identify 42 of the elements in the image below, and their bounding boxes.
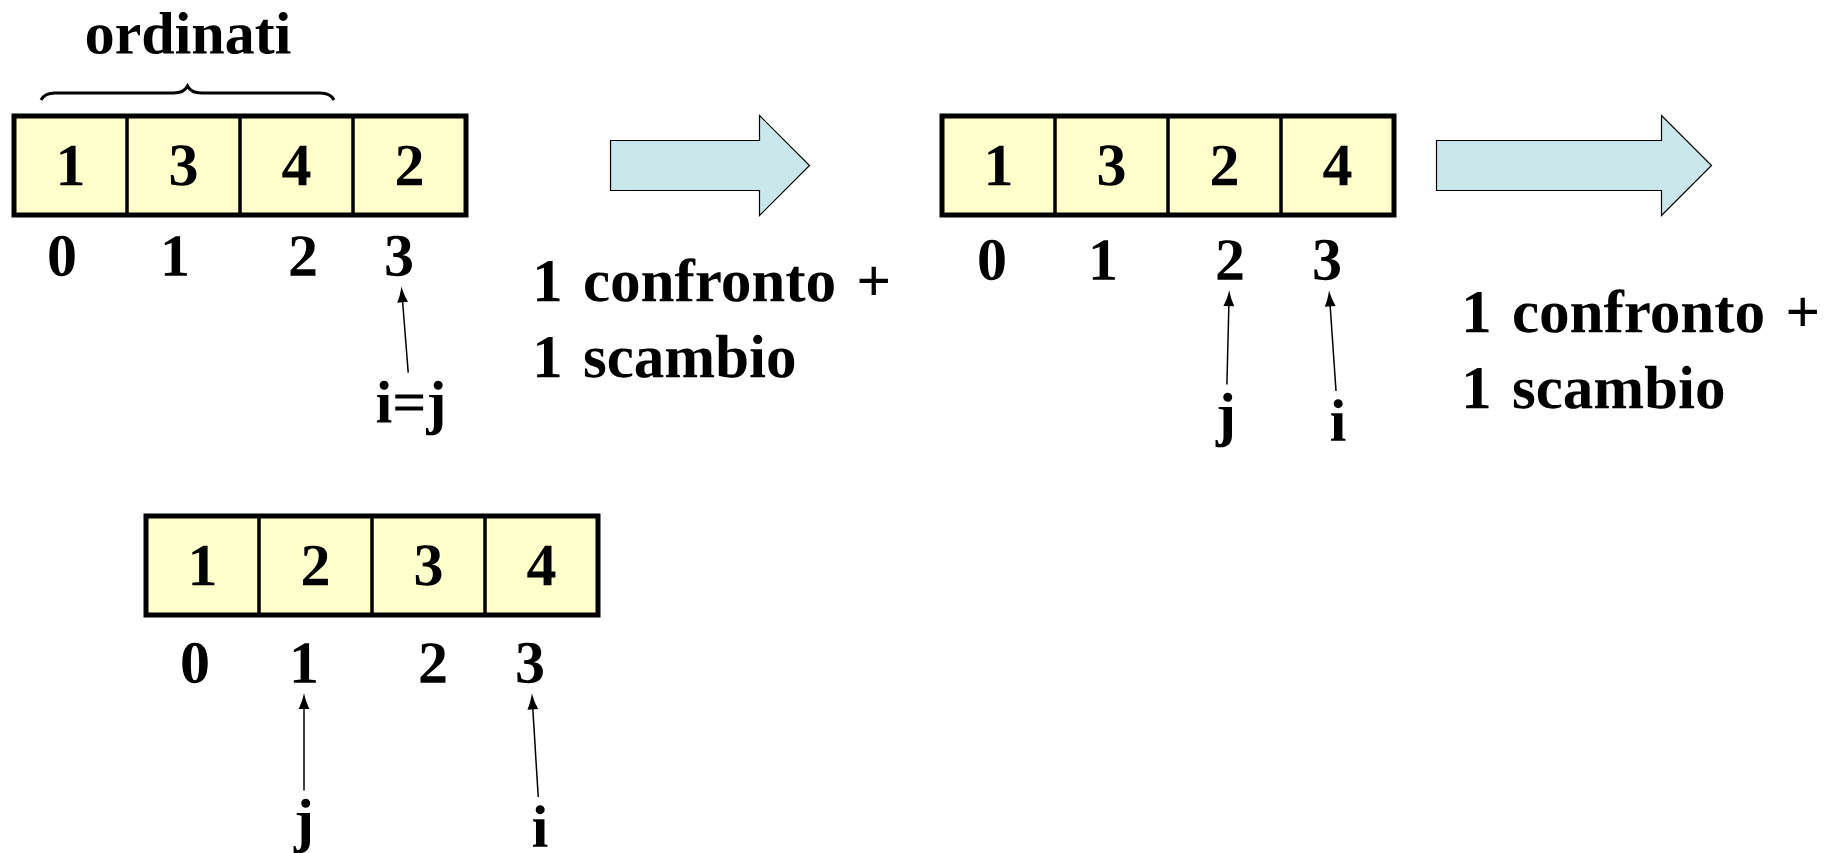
array-box [11,113,469,218]
index-number: 2 [1217,240,1243,280]
arrow [527,695,539,798]
arrow [397,288,409,374]
array-cell: 1 [144,514,261,617]
index-number: 2 [420,643,446,683]
edge-label: 1 confronto + 1 scambio [1466,289,1817,409]
arrow [1223,292,1234,386]
pointer-label: i=j [376,380,443,436]
index-number: 0 [182,642,208,684]
array-cell: 3 [370,514,487,617]
pointer-label: j [293,798,311,853]
arrow [1325,292,1337,392]
pointer-label: j [1215,392,1233,448]
heading-label: ordinati [86,11,291,55]
index-number: 3 [1314,239,1340,281]
index-number: 1 [293,643,316,683]
block-arrow [609,114,811,217]
array-cell: 2 [257,514,374,617]
array-cell: 1 [940,114,1057,217]
edge-label: 1 confronto + 1 scambio [537,258,888,378]
array-cell: 2 [351,114,468,217]
index-number: 1 [1092,240,1115,280]
arrow [299,695,309,792]
array-cell: 4 [238,114,355,217]
index-number: 0 [979,239,1005,281]
index-number: 2 [290,236,316,276]
array-cell: 2 [1166,114,1283,217]
array-cell: 3 [125,114,242,217]
array-cell: 4 [1279,114,1396,217]
index-number: 1 [164,236,187,276]
index-number: 3 [386,235,412,277]
pointer-label: i [1331,399,1346,441]
array-cell: 3 [1053,114,1170,217]
index-number: 3 [517,642,543,684]
array-box [143,513,601,618]
block-arrow [1435,114,1713,217]
array-box [939,113,1397,218]
index-number: 0 [49,235,75,277]
array-cell: 4 [483,514,600,617]
array-cell: 1 [12,114,129,217]
pointer-label: i [533,805,548,847]
